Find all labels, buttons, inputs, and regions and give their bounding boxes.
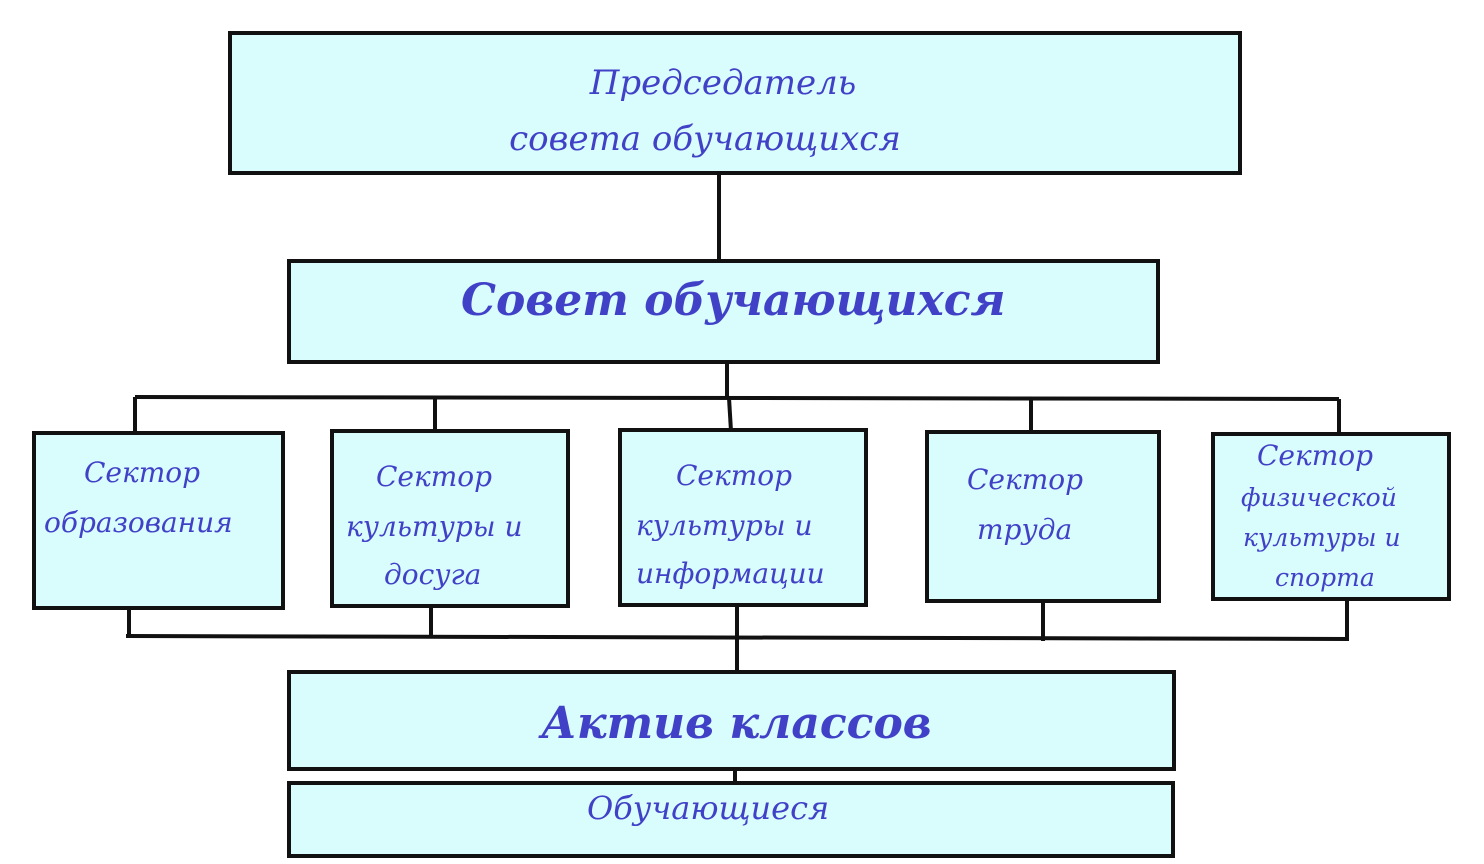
sector-labor-line-2: труда [977,513,1073,546]
council-box: Совет обучающихся [287,259,1160,364]
chairman-box: Председатель совета обучающихся [228,31,1242,175]
council-label: Совет обучающихся [461,275,1006,326]
sector-culture-information: Сектор культуры и информации [618,428,868,607]
sector-physical-culture-sport: Сектор физической культуры и спорта [1211,432,1451,601]
sector-labor-line-1: Сектор [967,463,1084,496]
sector-sport-line-3: культуры и [1243,523,1401,552]
sector-culture-information-line-1: Сектор [676,459,793,492]
sector-culture-leisure-line-2: культуры и [346,510,523,543]
sector-culture-leisure-line-1: Сектор [376,460,493,493]
sector-sport-line-2: физической [1241,483,1397,512]
sector-culture-leisure: Сектор культуры и досуга [330,429,570,608]
sector-culture-information-line-2: культуры и [636,509,813,542]
sector-sport-line-4: спорта [1275,563,1375,592]
sector-labor: Сектор труда [925,430,1161,603]
connector-top-bus [134,395,1340,401]
sector-culture-leisure-line-3: досуга [384,558,482,591]
sector-education: Сектор образования [32,431,285,610]
class-activists-label: Актив классов [541,698,932,749]
sector-education-line-2: образования [44,506,233,539]
sector-sport-line-1: Сектор [1257,439,1374,472]
students-box: Обучающиеся [287,781,1175,858]
chairman-line-2: совета обучающихся [509,119,901,159]
sector-education-line-1: Сектор [84,456,201,489]
chairman-label: Председатель совета обучающихся [232,55,1238,167]
students-label: Обучающиеся [587,789,830,827]
connector-top-drop-3 [727,397,733,432]
chairman-line-1: Председатель [589,63,857,103]
sector-culture-information-line-3: информации [636,557,825,590]
class-activists-box: Актив классов [287,670,1176,771]
